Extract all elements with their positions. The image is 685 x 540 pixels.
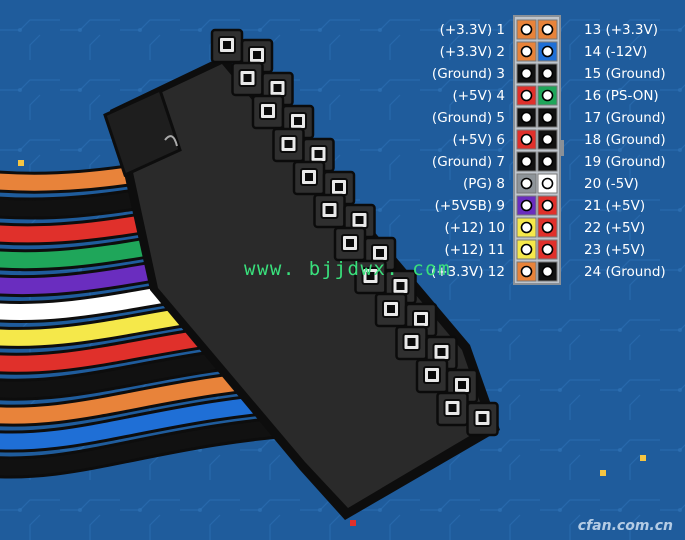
pin-label-left: (+5VSB) 9 [434,198,505,214]
latch-hook [164,135,178,147]
circuit-accent [350,520,356,526]
pin-hole [355,216,364,224]
pin-label-right: 23 (+5V) [584,242,646,258]
pin-hole [458,381,466,389]
pinout-pin [520,199,533,212]
watermark-text: www. bjjdwx. com [244,258,452,280]
pin-hole [376,249,384,257]
pinout-pin [541,111,554,124]
connector-latch [103,87,182,178]
pin-hole [273,84,282,92]
pinout-pin [541,133,554,146]
pinout-pin [520,45,533,58]
pin-hole [366,272,375,280]
pin-hole [294,117,302,125]
pinout-pin [520,23,533,36]
pin-hole [478,414,487,422]
cable [0,416,331,476]
pin-hole [407,338,416,346]
circuit-accent [640,455,646,461]
pinout-pin [541,177,554,190]
pin-label-right: 15 (Ground) [584,66,666,82]
pin-hole [325,206,334,214]
pin-label-left: (Ground) 5 [431,110,505,126]
pin-hole [223,41,231,49]
pinout-pin [541,155,554,168]
pinout-pin [520,221,533,234]
pin-label-right: 20 (-5V) [584,176,639,192]
pinout-pin [541,243,554,256]
pin-label-right: 22 (+5V) [584,220,646,236]
atx-24-pin-connector [103,28,500,520]
pin-label-left: (PG) 8 [462,176,505,192]
pinout-pin [541,199,554,212]
pin-label-right: 19 (Ground) [584,154,666,170]
pin-hole [243,74,252,82]
pin-hole [305,173,313,181]
pin-label-left: (+3.3V) 2 [439,44,505,60]
pinout-pin [520,265,533,278]
pin-label-left: (Ground) 3 [431,66,505,82]
pin-label-left: (Ground) 7 [431,154,505,170]
pinout-key [559,140,564,156]
pin-label-right: 17 (Ground) [584,110,666,126]
pin-label-left: (+12) 11 [444,242,506,258]
pinout-pin [520,133,533,146]
pin-hole [417,315,425,323]
pin-hole [253,51,261,59]
pin-hole [335,183,343,191]
circuit-accent [600,470,606,476]
circuit-accent [18,160,24,166]
pin-hole [346,239,354,247]
pin-label-right: 14 (-12V) [584,44,648,60]
pinout-pin [520,111,533,124]
pinout-pin [541,23,554,36]
pin-label-right: 18 (Ground) [584,132,666,148]
pinout-pin [541,67,554,80]
pin-hole [428,371,436,379]
pin-label-left: (+5V) 4 [452,88,505,104]
pinout-pin [541,89,554,102]
pinout-pin [520,243,533,256]
pinout-pin [520,177,533,190]
pin-label-right: 24 (Ground) [584,264,666,280]
pinout-pin [541,221,554,234]
connector-body [120,64,488,508]
pin-label-left: (+5V) 6 [452,132,505,148]
pin-label-right: 21 (+5V) [584,198,646,214]
pin-hole [387,305,395,313]
pin-label-left: (+3.3V) 12 [430,264,505,280]
pin-hole [284,140,293,148]
pinout-diagram [513,15,564,285]
pin-label-left: (+12) 10 [444,220,506,236]
pinout-pin [520,155,533,168]
pin-hole [448,404,457,412]
pinout-pin [541,265,554,278]
pinout-pin [520,89,533,102]
pinout-pin [520,67,533,80]
pin-hole [396,282,405,290]
pin-hole [314,150,323,158]
pin-label-right: 13 (+3.3V) [584,22,659,38]
cfan-logo: cfan.com.cn [577,518,673,534]
pin-label-left: (+3.3V) 1 [439,22,505,38]
pinout-pin [541,45,554,58]
pin-label-right: 16 (PS-ON) [584,88,659,104]
pin-hole [264,107,272,115]
pin-hole [437,348,446,356]
